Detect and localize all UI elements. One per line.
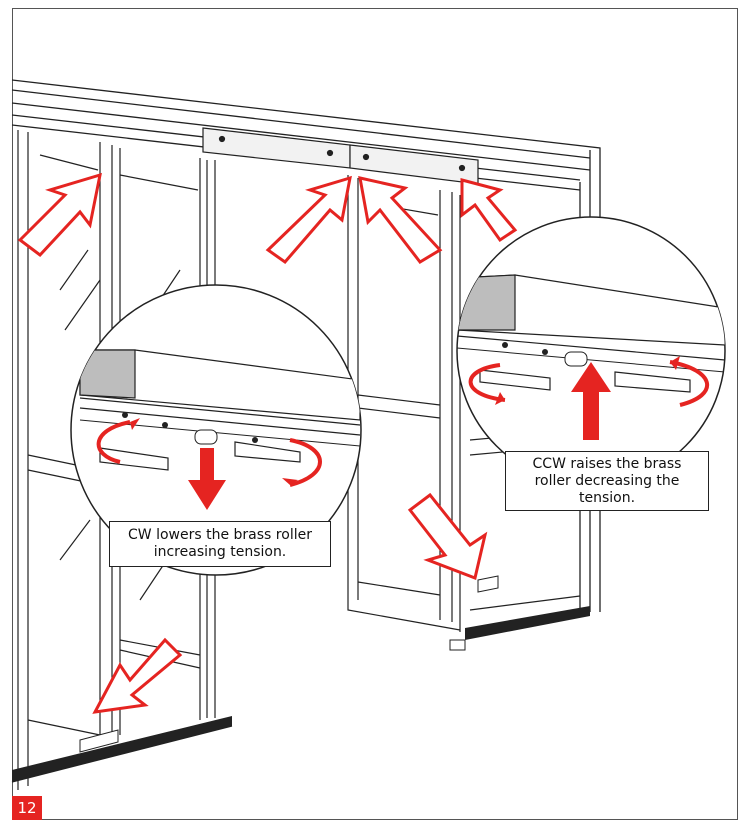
arrow-up-left-2 [265,175,352,265]
rotate-arrow-left-ccw [468,363,506,402]
rotate-arrow-left [96,420,131,464]
detail-circle-ccw [456,216,726,486]
page-frame [12,8,738,820]
page-number: 12 [17,799,37,817]
arrow-up-right-3 [358,176,443,264]
up-arrow [571,362,611,440]
left-threshold [11,716,233,783]
down-arrow [188,448,226,510]
rotate-arrow-right-ccw [669,360,710,407]
detail-circle-cw [70,284,362,576]
ccw-callout: CCW raises the brass roller decreasing t… [505,451,709,511]
arrow-down-right [407,492,488,581]
rotate-arrow-right [289,438,322,487]
direction-arrows [17,172,518,714]
page-badge-bg [12,796,42,820]
cw-callout: CW lowers the brass roller increasing te… [109,521,331,567]
arrow-up-left-1 [17,172,102,258]
arrow-up-right-4 [460,178,518,243]
right-threshold [449,575,590,651]
arrow-down-left [92,637,183,714]
roller-rail [202,127,479,185]
